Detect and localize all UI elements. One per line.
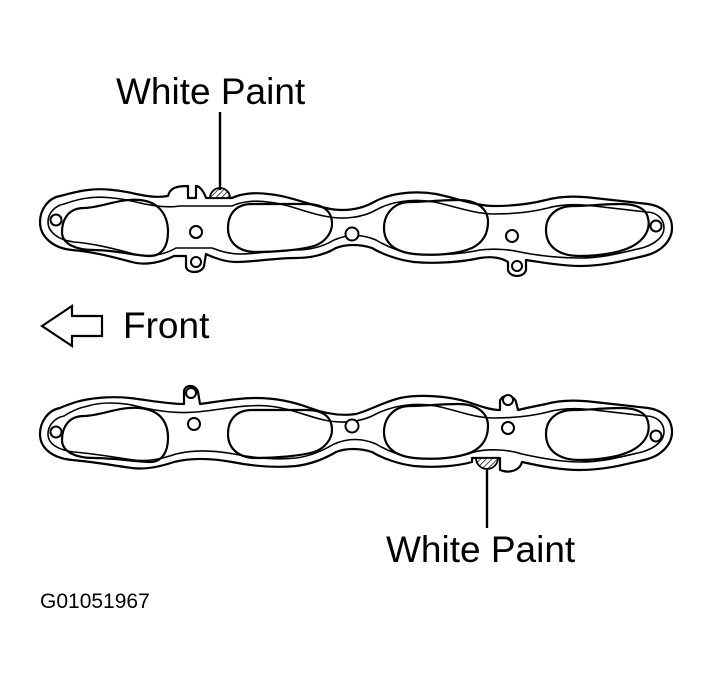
figure-id: G01051967 <box>40 590 150 613</box>
lower-gasket <box>38 384 674 473</box>
arrow-left-outline-icon <box>40 303 104 349</box>
top-white-paint-label: White Paint <box>116 71 306 112</box>
bottom-white-paint-mark <box>475 457 499 528</box>
bottom-white-paint-label: White Paint <box>386 529 576 570</box>
top-white-paint-mark <box>209 112 231 199</box>
upper-gasket <box>38 184 674 278</box>
front-label: Front <box>123 305 210 346</box>
